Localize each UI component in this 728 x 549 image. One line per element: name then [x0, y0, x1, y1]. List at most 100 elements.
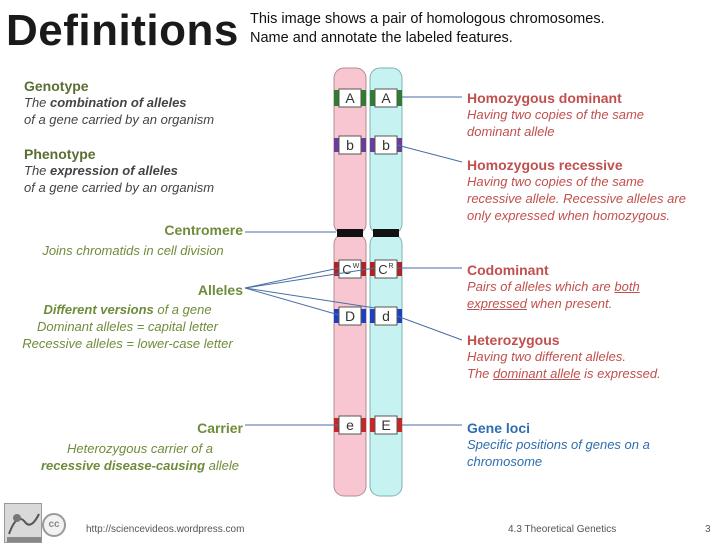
intro-text: This image shows a pair of homologous ch…: [250, 10, 605, 48]
cc-license-icon: cc: [42, 513, 66, 537]
genotype-definition: Genotype The combination of alleles of a…: [24, 78, 254, 128]
codom-u1: both: [614, 279, 640, 294]
centromere-title: Centromere: [164, 222, 243, 238]
footer-section: 4.3 Theoretical Genetics: [508, 524, 617, 535]
homrec-title: Homozygous recessive: [467, 157, 623, 173]
alleles-line3: Recessive alleles = lower-case letter: [22, 336, 233, 351]
carrier-title: Carrier: [197, 420, 243, 436]
geneloci-line2: chromosome: [467, 454, 543, 469]
right-allele-3: C: [378, 262, 387, 277]
centromere-desc-wrap: Joins chromatids in cell division: [20, 242, 246, 259]
right-allele-box-3: [374, 259, 398, 279]
homrec-line1: Having two copies of the same: [467, 174, 645, 189]
alleles-pointer-4: [244, 287, 376, 309]
logo-drawing-icon: [7, 513, 41, 542]
left-allele-3-superscript: W: [353, 263, 360, 270]
centromere-desc: Joins chromatids in cell division: [42, 243, 224, 258]
alleles-pointer-3: [244, 287, 340, 316]
codom-pre: Pairs of alleles which are: [467, 279, 615, 294]
codom-line2: expressed when present.: [467, 295, 722, 312]
hetero-pointer: [396, 315, 463, 341]
left-allele-4: D: [345, 308, 355, 324]
homozygous-dominant-definition: Homozygous dominant Having two copies of…: [467, 90, 722, 140]
genotype-title: Genotype: [24, 78, 89, 94]
geneloci-line1: Specific positions of genes on a: [467, 437, 650, 452]
phenotype-pre: The: [24, 163, 51, 178]
phenotype-title: Phenotype: [24, 146, 96, 162]
codom-post: when present.: [526, 296, 613, 311]
homdom-line1: Having two copies of the same: [467, 107, 645, 122]
phenotype-line2: of a gene carried by an organism: [24, 180, 215, 195]
geneloci-title: Gene loci: [467, 420, 531, 436]
homrec-pointer: [396, 144, 463, 163]
left-allele-1: A: [345, 90, 355, 106]
carrier-em: recessive disease-causing: [40, 458, 206, 473]
intro-line-1: This image shows a pair of homologous ch…: [250, 11, 605, 27]
alleles-definition: Alleles: [10, 282, 243, 298]
homozygous-recessive-definition: Homozygous recessive Having two copies o…: [467, 157, 725, 224]
homrec-line2: recessive allele. Recessive alleles are: [467, 191, 686, 206]
phenotype-definition: Phenotype The expression of alleles of a…: [24, 146, 254, 196]
left-allele-box-1: [338, 88, 362, 108]
genotype-em: combination of alleles: [50, 95, 187, 110]
alleles-pointer-2: [244, 267, 376, 289]
right-allele-box-5: [374, 415, 398, 435]
carrier-line2: recessive disease-causing allele: [20, 457, 260, 474]
phenotype-desc: The expression of alleles: [24, 162, 254, 179]
homdom-line2: dominant allele: [467, 124, 555, 139]
locus-2: b b: [334, 135, 402, 155]
footer-url[interactable]: http://sciencevideos.wordpress.com: [86, 524, 245, 535]
genotype-line2: of a gene carried by an organism: [24, 112, 215, 127]
carrier-definition: Carrier: [10, 420, 243, 436]
gene-loci-definition: Gene loci Specific positions of genes on…: [467, 420, 722, 470]
hetero-line2: The dominant allele is expressed.: [467, 365, 722, 382]
right-allele-3-superscript: R: [388, 263, 393, 270]
right-allele-4: d: [382, 308, 390, 324]
right-allele-box-1: [374, 88, 398, 108]
left-allele-box-2: [338, 135, 362, 155]
right-allele-5: E: [381, 417, 390, 433]
right-centromere: [373, 229, 399, 237]
hetero-post: is expressed.: [580, 366, 661, 381]
codom-u2: expressed: [467, 296, 527, 311]
left-allele-3: C: [342, 262, 351, 277]
centromere-definition: Centromere: [10, 222, 243, 238]
carrier-desc-wrap: Heterozygous carrier of a recessive dise…: [20, 440, 260, 474]
heterozygous-definition: Heterozygous Having two different allele…: [467, 332, 722, 382]
page-title: Definitions: [6, 6, 239, 55]
locus-5: e E: [334, 415, 402, 435]
alleles-title: Alleles: [197, 282, 243, 298]
right-allele-1: A: [381, 90, 391, 106]
codom-title: Codominant: [467, 262, 549, 278]
logo-image: [4, 503, 42, 543]
alleles-line2: Dominant alleles = capital letter: [36, 319, 218, 334]
codom-line1: Pairs of alleles which are both: [467, 278, 722, 295]
hetero-title: Heterozygous: [467, 332, 560, 348]
genotype-desc: The combination of alleles: [24, 94, 254, 111]
left-allele-box-3: [338, 259, 362, 279]
hetero-u: dominant allele: [493, 366, 581, 381]
phenotype-em: expression of alleles: [50, 163, 178, 178]
carrier-line1: Heterozygous carrier of a: [67, 441, 213, 456]
genotype-pre: The: [24, 95, 51, 110]
alleles-em: Different versions: [43, 302, 154, 317]
footer-page-number: 3: [705, 524, 711, 535]
right-allele-2: b: [382, 137, 390, 153]
alleles-desc-wrap: Different versions of a gene Dominant al…: [6, 301, 249, 352]
left-allele-5: e: [346, 417, 354, 433]
homdom-title: Homozygous dominant: [467, 90, 622, 106]
left-centromere: [337, 229, 363, 237]
locus-4: D d: [334, 306, 402, 326]
hetero-line1: Having two different alleles.: [467, 349, 626, 364]
left-allele-box-4: [338, 306, 362, 326]
locus-3: C W C R: [334, 259, 402, 279]
alleles-line1: Different versions of a gene: [6, 301, 249, 318]
hetero-pre: The: [467, 366, 494, 381]
left-allele-2: b: [346, 137, 354, 153]
codominant-definition: Codominant Pairs of alleles which are bo…: [467, 262, 722, 312]
intro-line-2: Name and annotate the labeled features.: [250, 30, 513, 46]
alleles-pointer-1: [244, 267, 340, 289]
alleles-post: of a gene: [153, 302, 212, 317]
locus-1: A A: [334, 88, 402, 108]
